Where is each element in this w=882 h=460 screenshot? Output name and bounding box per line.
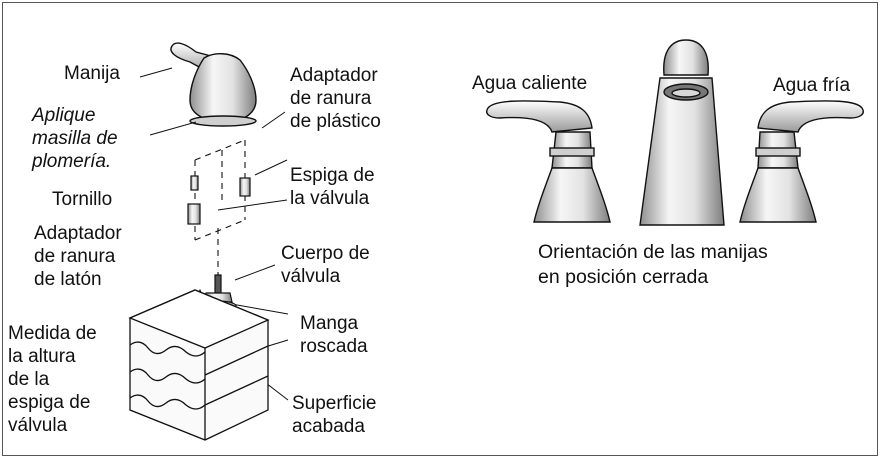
alignment-lines — [194, 139, 246, 290]
orientation-caption: Orientación de las manijas en posición c… — [538, 241, 768, 288]
sleeve-label: Manga roscada — [300, 313, 368, 357]
stem-label: Espiga de la válvula — [290, 165, 375, 209]
hot-handle-drawing — [486, 100, 611, 223]
brass-adapter-label: Adaptador de ranura de latón — [34, 223, 122, 290]
hot-water-label: Agua caliente — [472, 73, 588, 94]
exploded-handle — [170, 42, 257, 127]
stem-height-label: Medida de la altura de la espiga de válv… — [8, 323, 97, 436]
screw-and-adapters — [187, 175, 251, 225]
plastic-adapter-label: Adaptador de ranura de plástico — [290, 65, 381, 132]
putty-label: Aplique masilla de plomería. — [32, 105, 118, 172]
counter-block — [128, 289, 270, 441]
surface-label: Superficie acabada — [292, 393, 377, 437]
cold-water-label: Agua fría — [773, 75, 851, 96]
handle-label: Manija — [64, 63, 120, 84]
cold-handle-drawing — [739, 100, 864, 223]
spout-drawing — [639, 39, 725, 226]
screw-label: Tornillo — [52, 189, 113, 210]
valve-body-label: Cuerpo de válvula — [281, 243, 370, 287]
